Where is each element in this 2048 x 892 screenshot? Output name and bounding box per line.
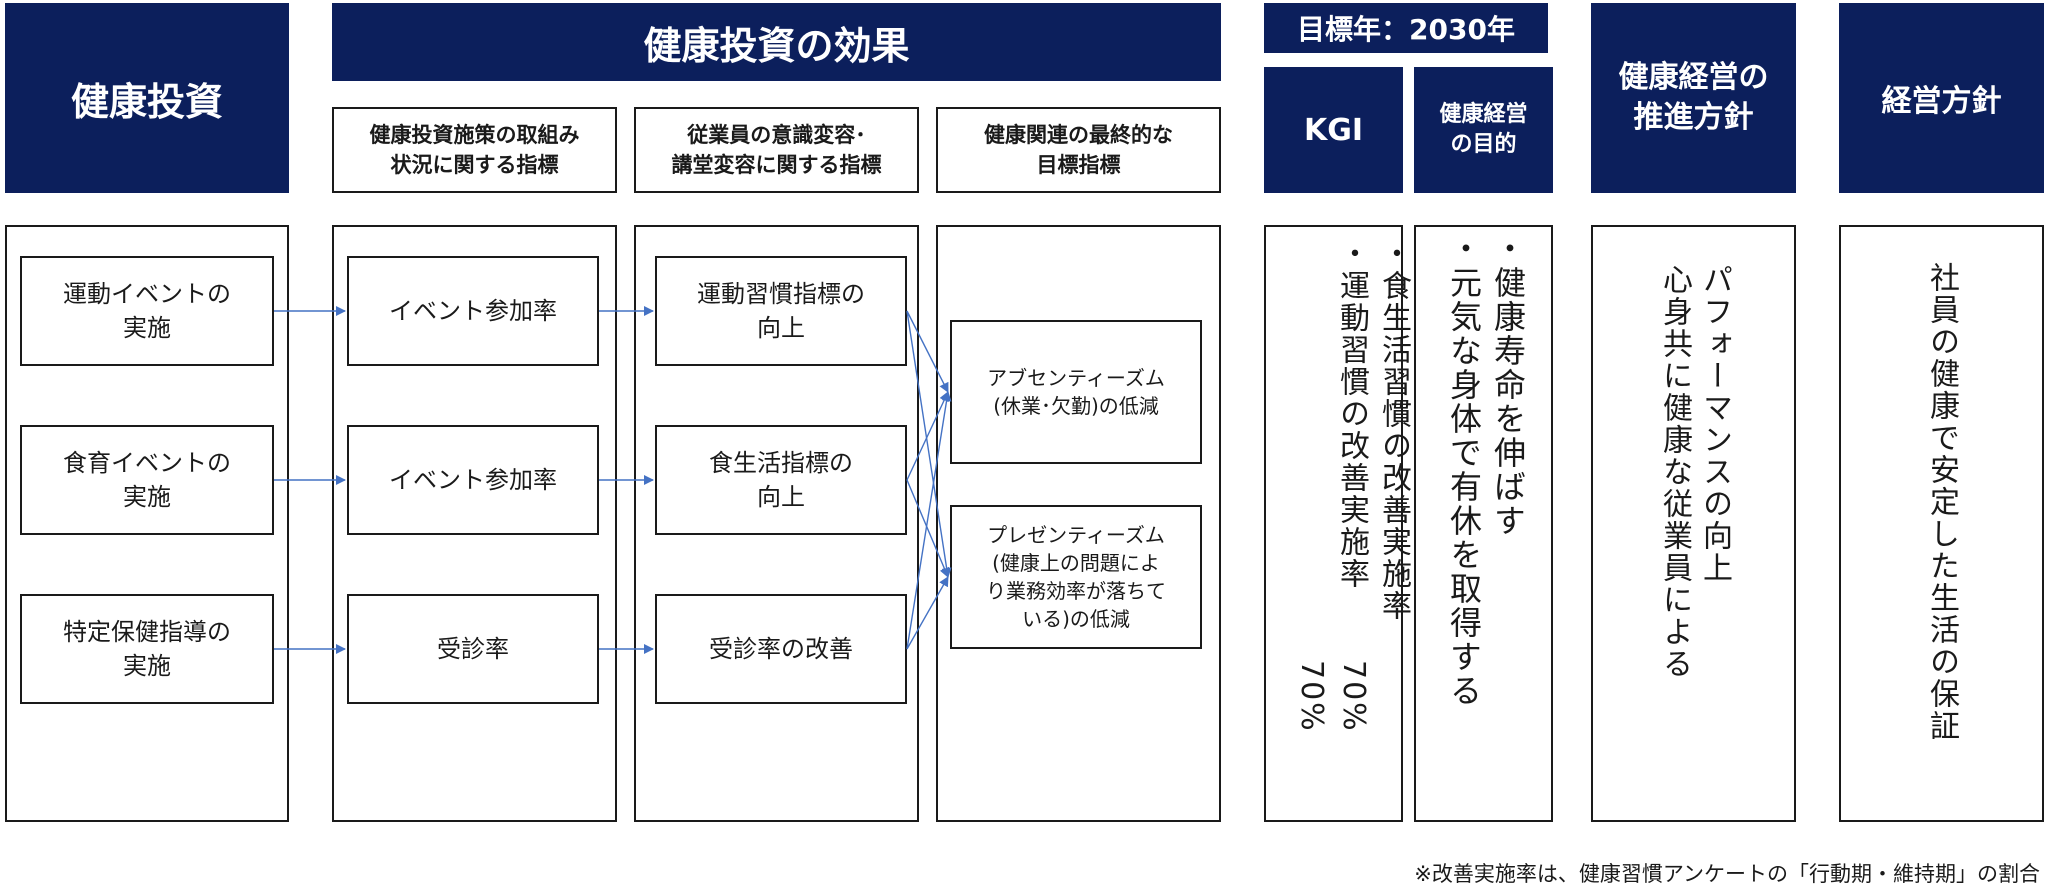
kgi-exercise-habit-label: ・運動習慣の改善実施率 — [1334, 238, 1369, 590]
indicator-participation-rate-1: イベント参加率 — [347, 256, 599, 366]
investment-health-guidance: 特定保健指導の 実施 — [20, 594, 274, 704]
management-statement: 社員の健康で安定した生活の保証 — [1924, 262, 1959, 742]
kgi-food-habit: ・食生活習慣の改善実施率 — [1333, 238, 1493, 738]
kgi-food-habit-label: ・食生活習慣の改善実施率 — [1376, 238, 1411, 622]
arrow-diet-present — [906, 479, 950, 578]
kgi-exercise-habit: ・運動習慣の改善実施率 — [1291, 238, 1451, 738]
header-health-investment: 健康投資 — [5, 3, 289, 193]
footnote: ※改善実施率は、健康習慣アンケートの「行動期・維持期」の割合 — [1414, 862, 2040, 886]
header-policy: 健康経営の 推進方針 — [1591, 3, 1796, 193]
investment-food-event: 食育イベントの 実施 — [20, 425, 274, 535]
policy-performance: パフォーマンスの向上 — [1697, 264, 1732, 584]
header-kgi: KGI — [1264, 67, 1403, 193]
indicator-checkup-rate: 受診率 — [347, 594, 599, 704]
indicator-exercise-habit: 運動習慣指標の 向上 — [655, 256, 907, 366]
arrow-checkup-present — [906, 576, 949, 650]
header-target-year: 目標年：2030年 — [1264, 3, 1548, 53]
indicator-checkup-improvement: 受診率の改善 — [655, 594, 907, 704]
column-policy — [1591, 225, 1796, 822]
subheader-final: 健康関連の最終的な 目標指標 — [936, 107, 1221, 193]
kgi-food-habit-value: 70% — [1336, 660, 1371, 733]
header-management-policy: 経営方針 — [1839, 3, 2044, 193]
column-purpose — [1414, 225, 1553, 822]
purpose-healthy-life: ・健康寿命を伸ばす — [1489, 232, 1527, 538]
subheader-awareness: 従業員の意識変容･ 講堂変容に関する指標 — [634, 107, 919, 193]
column-kgi — [1264, 225, 1403, 822]
policy-healthy-employees: 心身共に健康な従業員による — [1657, 264, 1692, 680]
purpose-paid-leave: ・元気な身体で有休を取得する — [1445, 232, 1483, 708]
subheader-initiatives: 健康投資施策の取組み 状況に関する指標 — [332, 107, 617, 193]
arrow-checkup-absent — [906, 391, 952, 650]
column-management — [1839, 225, 2044, 822]
header-purpose: 健康経営 の目的 — [1414, 67, 1553, 193]
kgi-exercise-habit-value: 70% — [1294, 660, 1329, 733]
arrow-diet-absent — [906, 391, 949, 481]
indicator-presenteeism: プレゼンティーズム (健康上の問題によ り業務効率が落ちて いる)の低減 — [950, 505, 1202, 649]
indicator-participation-rate-2: イベント参加率 — [347, 425, 599, 535]
indicator-diet: 食生活指標の 向上 — [655, 425, 907, 535]
header-effects: 健康投資の効果 — [332, 3, 1221, 81]
indicator-absenteeism: アブセンティーズム (休業･欠勤)の低減 — [950, 320, 1202, 464]
arrow-exercise-present — [906, 310, 952, 578]
arrow-exercise-absent — [906, 310, 949, 393]
investment-exercise-event: 運動イベントの 実施 — [20, 256, 274, 366]
